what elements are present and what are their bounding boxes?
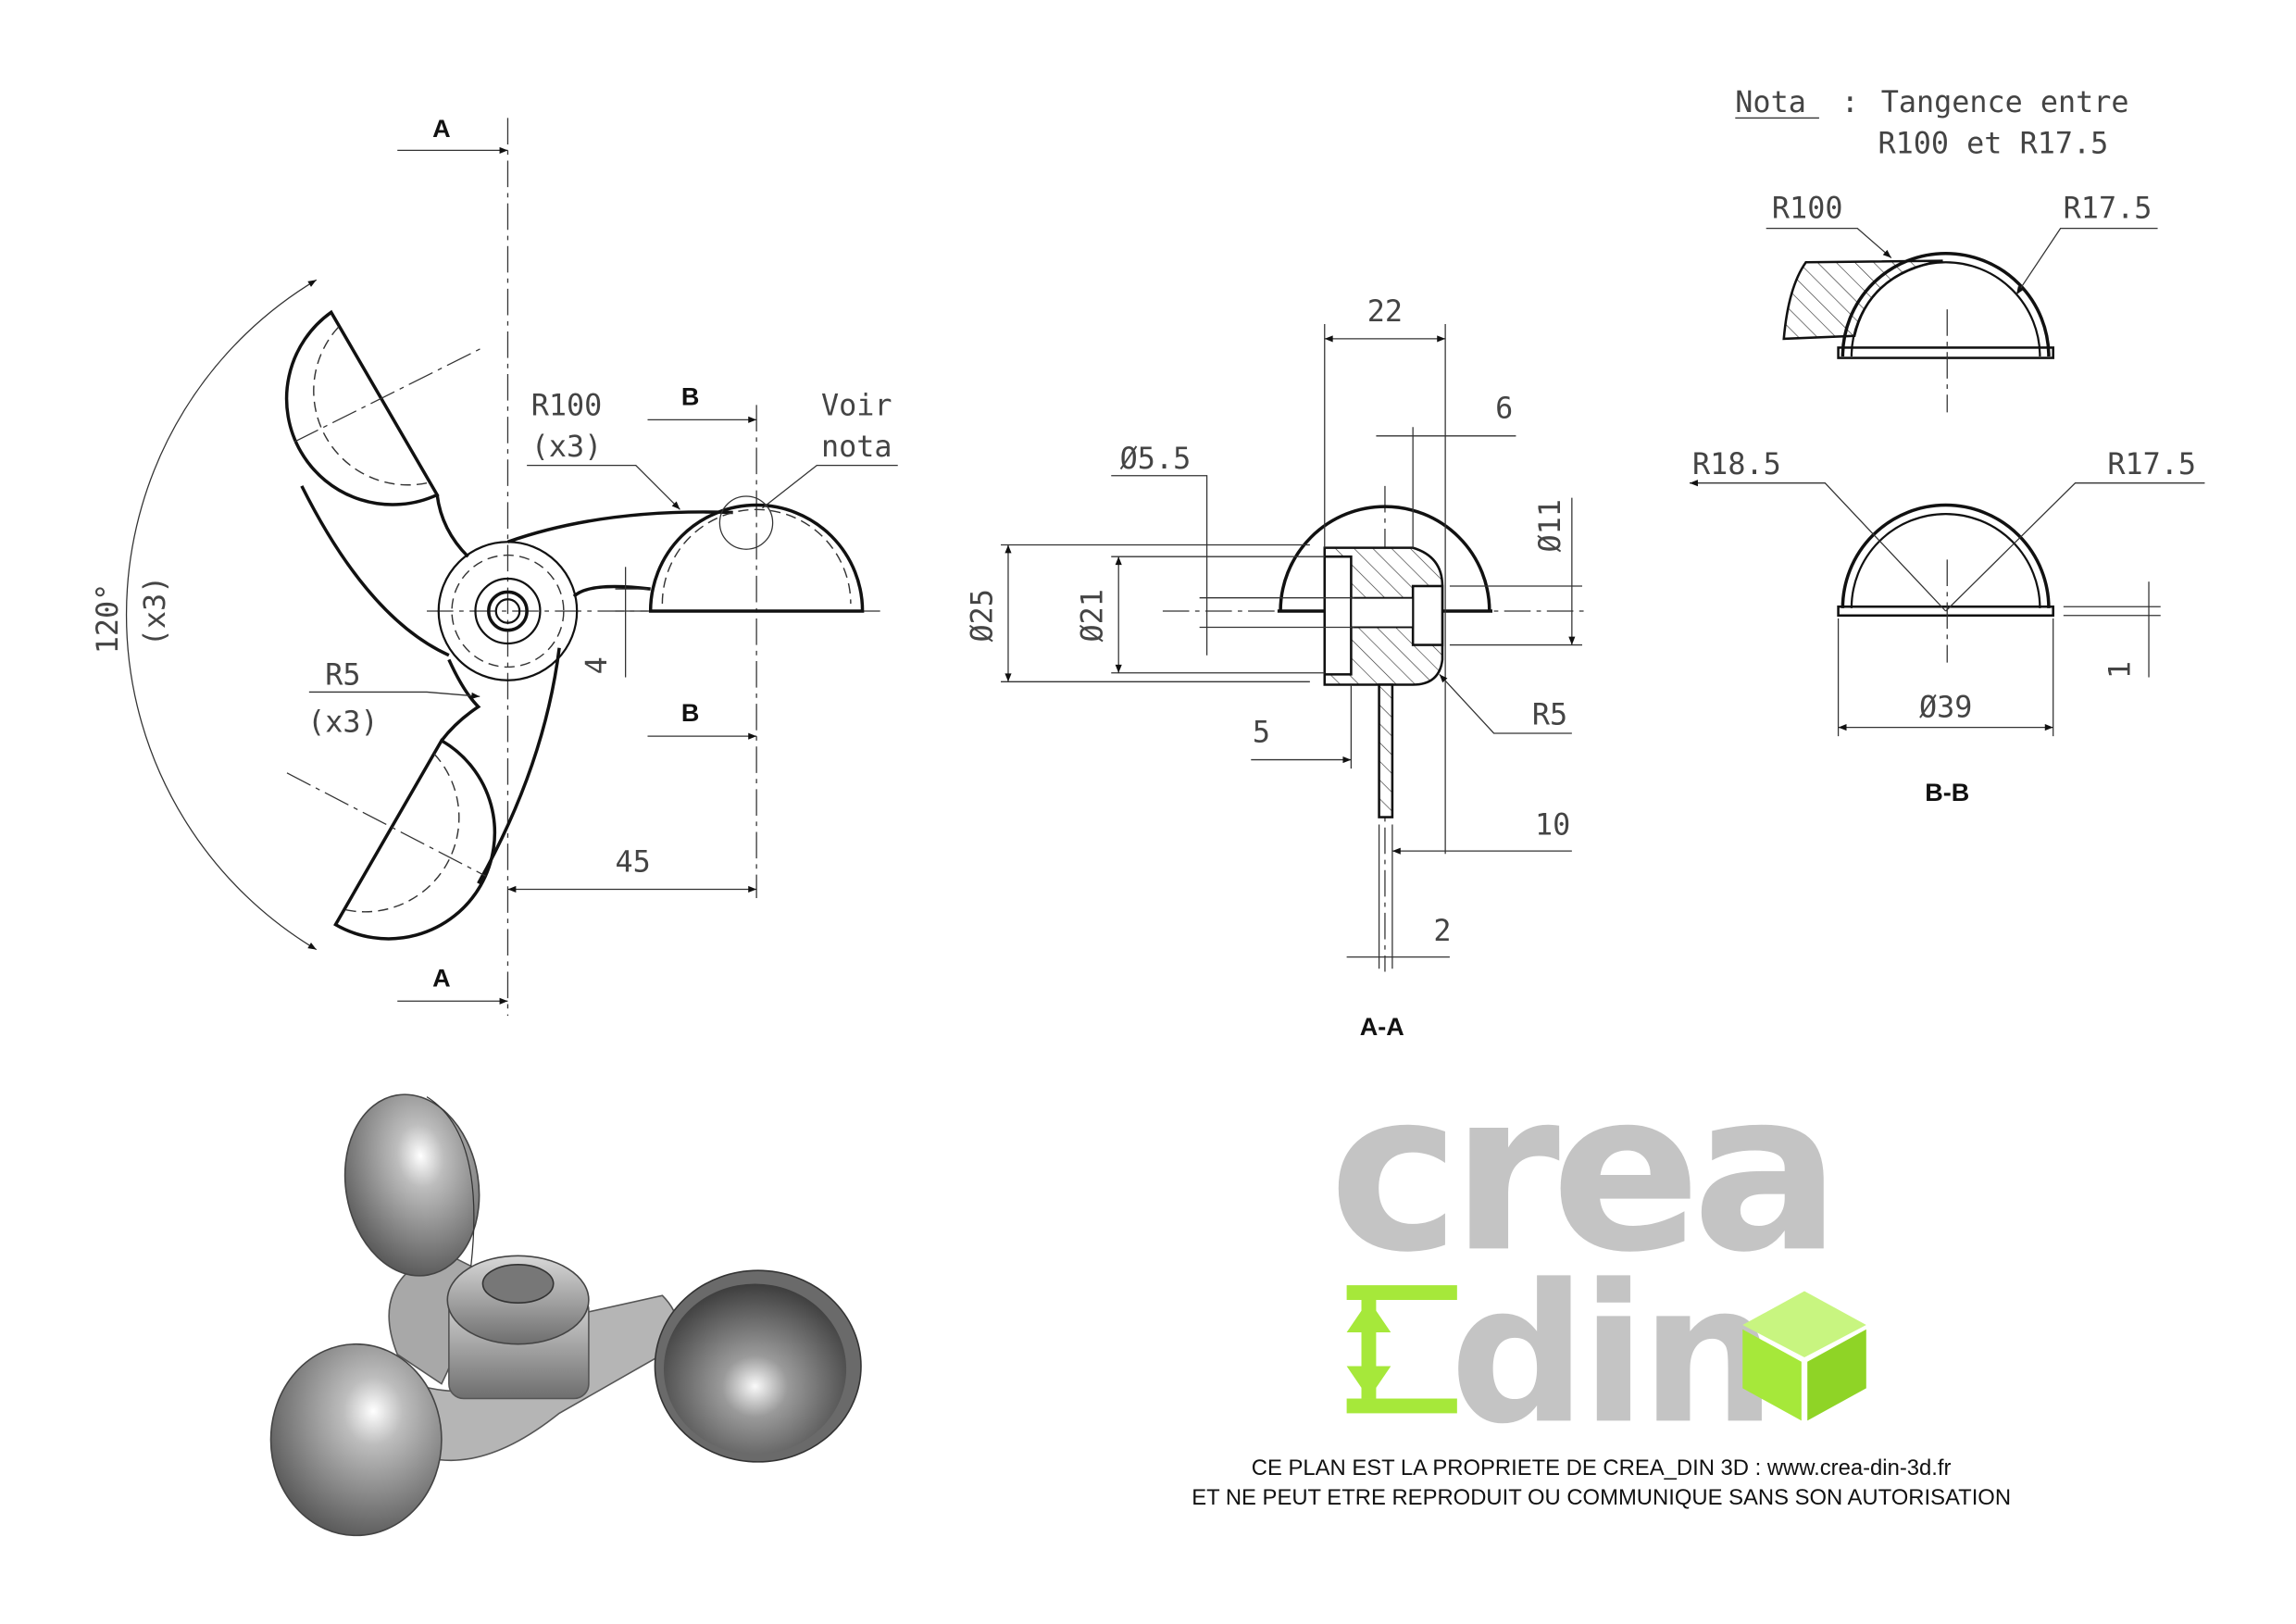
voir-text: Voir [821,389,892,423]
dia-5-5: Ø5.5 [1120,442,1192,476]
dia-11: Ø11 [1533,499,1567,552]
section-b-label-top: B [681,382,700,410]
arm-lower-r100-edge [477,647,561,884]
r100-label: R100 [531,389,603,423]
r5-count: (x3) [307,705,379,739]
r5-aa: R5 [1532,697,1567,731]
bb-dome-inner [1850,513,2041,608]
bb-base [1837,605,2054,618]
cup-upper-inner [313,326,428,486]
dia-39: Ø39 [1919,690,1972,724]
cup-lower-inner [345,753,460,913]
crea-din-logo: crea din [1329,1044,1866,1466]
r5-leader [308,691,480,700]
section-aa: 22 6 Ø5.5 Ø25 Ø21 Ø11 R5 5 10 2 A-A [965,294,1590,1041]
section-b-label-bottom: B [681,699,700,727]
r5-label: R5 [325,657,360,692]
cup-upper-axis [293,346,483,443]
aa-cup-dome [1279,505,1491,612]
dim-6: 6 [1495,392,1513,426]
note-r100-leader [1766,228,1892,258]
hub-bore [487,590,529,632]
render-cup-left [269,1343,443,1537]
section-bb-title: B-B [1925,779,1969,806]
cup-lower-axis [286,772,486,877]
hub-boss [474,577,542,645]
r100-count: (x3) [531,430,603,464]
dim-2: 2 [1433,914,1451,948]
dim-1: 1 [2103,661,2137,679]
section-aa-title: A-A [1360,1013,1404,1041]
note-line1: Tangence entre [1881,85,2129,119]
arm-right-bottom-edge [572,584,651,598]
dim-5: 5 [1253,715,1270,749]
logo-bracket [1346,1285,1457,1414]
arm-upper-edge [435,494,469,558]
aa-hole [1350,596,1415,629]
note-base [1837,346,2054,359]
arm-right-top-edge [506,510,733,543]
note-separator: : [1841,85,1859,119]
nota-text: nota [821,430,892,464]
dia-21: Ø21 [1076,589,1110,642]
note-r100: R100 [1772,192,1843,226]
logo-cube-icon [1742,1291,1866,1421]
dia-5-5-leader [1111,475,1208,656]
logo-word-din: din [1450,1243,1771,1466]
render-cup-top-rim [426,1096,475,1267]
note-dome-inner [1850,261,2041,356]
angle-dimension [126,279,318,951]
r5-aa-leader [1439,673,1572,734]
render-hub-hole [481,1264,555,1304]
logo-word-crea: crea [1329,1044,1832,1301]
aa-bore-right [1411,584,1444,646]
section-bb: R18.5 R17.5 Ø39 1 B-B [1690,447,2205,806]
arm-lower-r5-edge [440,658,481,742]
render-3d [269,1093,862,1537]
detail-circle [718,495,774,550]
cup-right-inner [661,508,852,605]
section-a-label-top: A [432,115,451,143]
footer-line2: ET NE PEUT ETRE REPRODUIT OU COMMUNIQUE … [1192,1485,2011,1510]
footer-line1: CE PLAN EST LA PROPRIETE DE CREA_DIN 3D … [1252,1455,1952,1480]
dim-45: 45 [615,844,650,879]
r18-5: R18.5 [1692,447,1781,481]
note-line2: R100 et R17.5 [1878,127,2109,161]
dim-22: 22 [1367,294,1403,329]
r18-5-leader [1690,480,1947,612]
cup-right [648,503,865,613]
aa-arm-section [1378,683,1394,818]
cup-lower-left [333,738,497,941]
r17-5-leader [1945,482,2205,612]
hub-hole [494,598,521,624]
note-detail: Nota : Tangence entre R100 et R17.5 R100… [1735,85,2158,413]
bb-dome [1841,503,2051,608]
note-r17-leader [2015,228,2158,295]
front-view: A A B B Voir nota R100 (x3) R5 [91,115,898,1017]
angle-label: 120° [91,583,125,655]
note-r100-band [1782,259,1943,341]
render-cup-right [663,1283,847,1455]
note-label: Nota [1735,85,1806,119]
angle-count: (x3) [138,576,172,647]
dim-10: 10 [1535,808,1570,843]
dim-4: 4 [580,656,614,674]
section-a-label-bottom: A [432,964,451,992]
dia-25: Ø25 [965,589,999,642]
note-r17-5: R17.5 [2064,192,2152,226]
r100-leader [527,464,680,510]
arm-upper-r100-edge [300,485,450,657]
render-cup-top [343,1093,480,1277]
r17-5: R17.5 [2107,447,2196,481]
note-dome [1841,251,2051,356]
aa-bore-left [1323,555,1353,676]
hub-hidden [451,554,565,668]
cup-upper-left [284,309,440,506]
voir-nota-leader [762,464,898,509]
